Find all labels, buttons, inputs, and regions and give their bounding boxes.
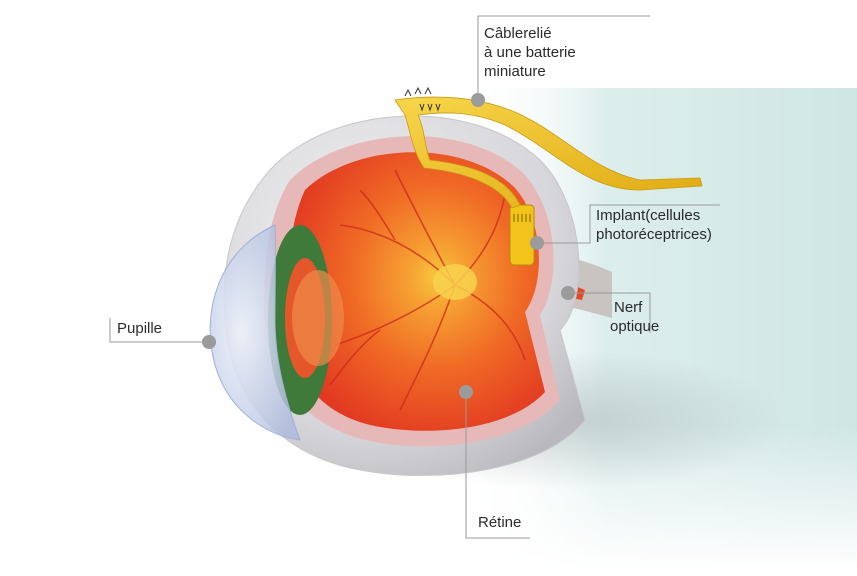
retina [287, 152, 545, 431]
leader-nerf [568, 292, 651, 333]
leader-pupille [109, 318, 209, 343]
leader-cable [477, 15, 650, 100]
label-pupille: Pupille [117, 319, 162, 338]
label-cable-line-2: à une batterie [484, 44, 576, 61]
dot-pupille [202, 335, 216, 349]
label-retine: Rétine [478, 513, 521, 532]
dot-retine [459, 385, 473, 399]
implant [509, 204, 535, 266]
label-implant-line-1: Implant(cellules [596, 207, 701, 224]
cornea [209, 224, 301, 441]
cable-anchors [404, 86, 441, 112]
label-cable-line-1: Câblerelié [484, 25, 552, 42]
label-implant-line-2: photoréceptrices) [596, 226, 712, 243]
dot-implant [530, 236, 544, 250]
dot-nerf [561, 286, 575, 300]
label-pupille-line-1: Pupille [117, 320, 163, 337]
label-nerf: Nerf optique [610, 298, 659, 336]
dot-cable [471, 93, 485, 107]
leader-retine [465, 392, 530, 539]
leader-lines [109, 15, 720, 539]
label-nerf-line-2: optique [610, 318, 660, 335]
label-cable-line-3: miniature [484, 63, 546, 80]
label-retine-line-1: Rétine [478, 514, 522, 531]
label-nerf-line-1: Nerf [614, 299, 643, 316]
leader-implant [537, 204, 720, 244]
cable [394, 96, 703, 209]
macula [433, 264, 477, 300]
label-cable: Câblerelié à une batterie miniature [484, 24, 576, 81]
leader-dots [202, 93, 575, 399]
implant-cells [513, 214, 531, 222]
lens [292, 270, 344, 366]
label-implant: Implant(cellules photoréceptrices) [596, 206, 712, 244]
